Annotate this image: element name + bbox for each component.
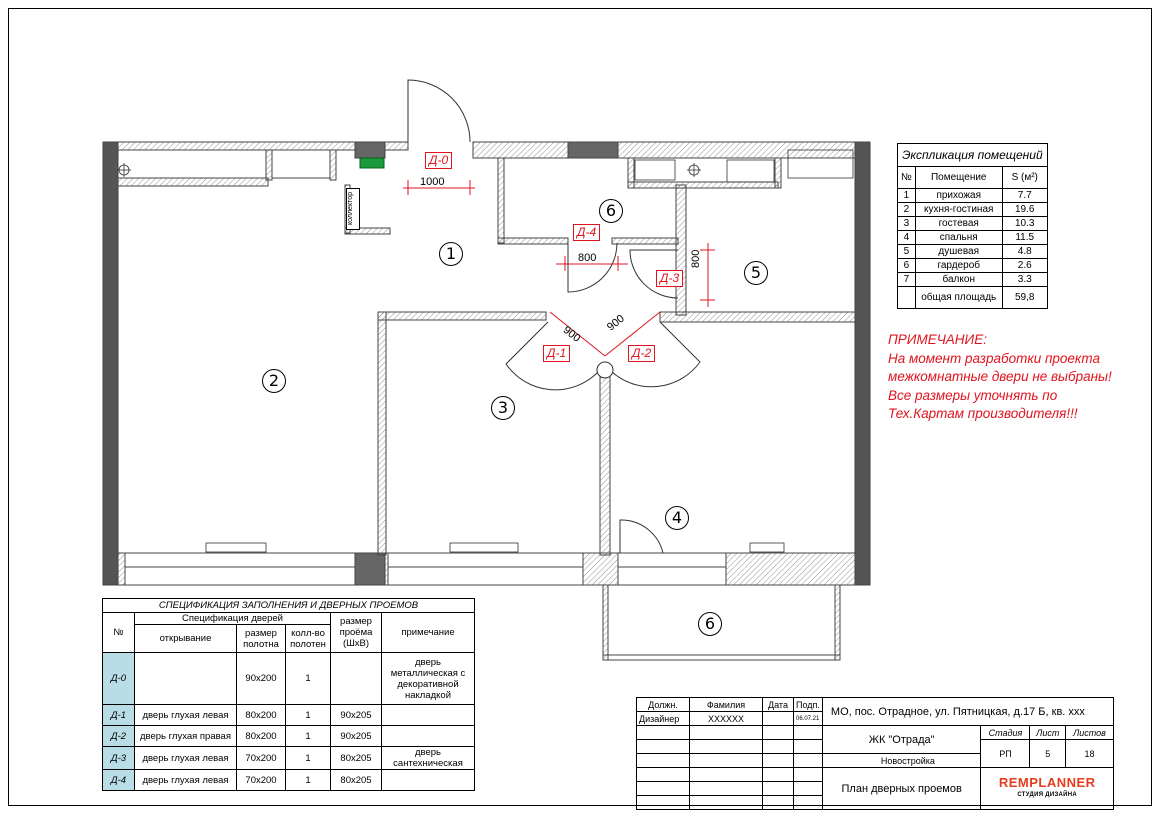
stamp-h-date: Дата — [762, 697, 794, 712]
room-number-7: 6 — [698, 612, 722, 636]
door-tag-Д-1: Д-1 — [543, 345, 571, 362]
stamp-h-sign: Подп. — [793, 697, 823, 712]
note-line: На момент разработки проекта — [888, 350, 1101, 366]
room-number-2: 2 — [262, 369, 286, 393]
stamp-type: Новостройка — [821, 753, 982, 768]
explication-total-label: общая площадь — [914, 286, 1003, 309]
spec-header-open: открывание — [134, 624, 237, 653]
room-number-6: 6 — [599, 199, 623, 223]
stamp-h-sheet: Лист — [1029, 725, 1067, 740]
title-block: Должн. Фамилия Дата Подп. МО, пос. Отрад… — [636, 697, 1114, 810]
spec-header-doors: Спецификация дверей — [134, 612, 331, 625]
spec-header-size: размер полотна — [236, 624, 286, 653]
spec-header-note: примечание — [381, 612, 475, 653]
door-swings — [407, 79, 701, 554]
door-spec-table: СПЕЦИФИКАЦИЯ ЗАПОЛНЕНИЯ И ДВЕРНЫХ ПРОЕМО… — [102, 598, 475, 791]
door-tag-Д-0: Д-0 — [425, 152, 453, 169]
spec-title: СПЕЦИФИКАЦИЯ ЗАПОЛНЕНИЯ И ДВЕРНЫХ ПРОЕМО… — [102, 598, 475, 613]
room-number-3: 3 — [491, 396, 515, 420]
stamp-sheet-title: План дверных проемов — [821, 767, 982, 810]
explication-total-value: 59,8 — [1001, 286, 1048, 309]
stamp-h-name: Фамилия — [689, 697, 763, 712]
sheet-frame — [8, 8, 1152, 806]
room-number-4: 4 — [665, 506, 689, 530]
fixtures — [117, 149, 854, 553]
door-tag-Д-3: Д-3 — [656, 270, 684, 287]
stamp-address: МО, пос. Отрадное, ул. Пятницкая, д.17 Б… — [821, 697, 1114, 726]
explication-header-room: Помещение — [914, 166, 1003, 189]
stamp-complex: ЖК "Отрада" — [821, 725, 982, 754]
note-text: ПРИМЕЧАНИЕ: На момент разработки проекта м… — [888, 331, 1148, 424]
stamp-name: XXXXXX — [689, 711, 763, 726]
room-number-1: 1 — [439, 242, 463, 266]
note-line: Все размеры уточнять по — [888, 387, 1058, 403]
explication-title: Экспликация помещений — [897, 143, 1048, 167]
stamp-sheets: 18 — [1065, 739, 1114, 768]
stamp-h-pos: Должн. — [636, 697, 690, 712]
kollector-label: коллектор — [346, 188, 360, 230]
note-line: межкомнатные двери не выбраны! — [888, 369, 1112, 384]
spec-header-num: № — [102, 612, 135, 653]
stamp-stage: РП — [980, 739, 1031, 768]
stamp-sheet: 5 — [1029, 739, 1067, 768]
door-tag-Д-2: Д-2 — [628, 345, 656, 362]
dimension-lines — [403, 180, 715, 357]
explication-header-num: № — [897, 166, 916, 189]
spec-header-opening: размер проёма (ШхВ) — [330, 612, 382, 653]
stamp-date: 06.07.21 — [793, 711, 823, 726]
stamp-h-stage: Стадия — [980, 725, 1031, 740]
note-line: Тех.Картам производителя!!! — [888, 406, 1078, 421]
logo-subtext: СТУДИЯ ДИЗАЙНА — [1017, 791, 1078, 798]
logo-text: REMPLANNER — [998, 774, 1096, 790]
walls — [102, 141, 871, 661]
door-dimension-Д-0: 1000 — [420, 176, 445, 188]
explication-header-area: S (м²) — [1001, 166, 1048, 189]
door-dimension-Д-4: 800 — [578, 252, 597, 264]
door-tag-Д-4: Д-4 — [573, 224, 601, 241]
note-line: ПРИМЕЧАНИЕ: — [888, 332, 987, 347]
room-number-5: 5 — [744, 261, 768, 285]
explication-table: Экспликация помещений № Помещение S (м²)… — [897, 143, 1048, 309]
stamp-pos: Дизайнер — [636, 711, 690, 726]
stamp-h-sheets: Листов — [1065, 725, 1114, 740]
door-dimension-Д-3: 800 — [690, 249, 702, 268]
spec-header-count: колл-во полотен — [285, 624, 331, 653]
